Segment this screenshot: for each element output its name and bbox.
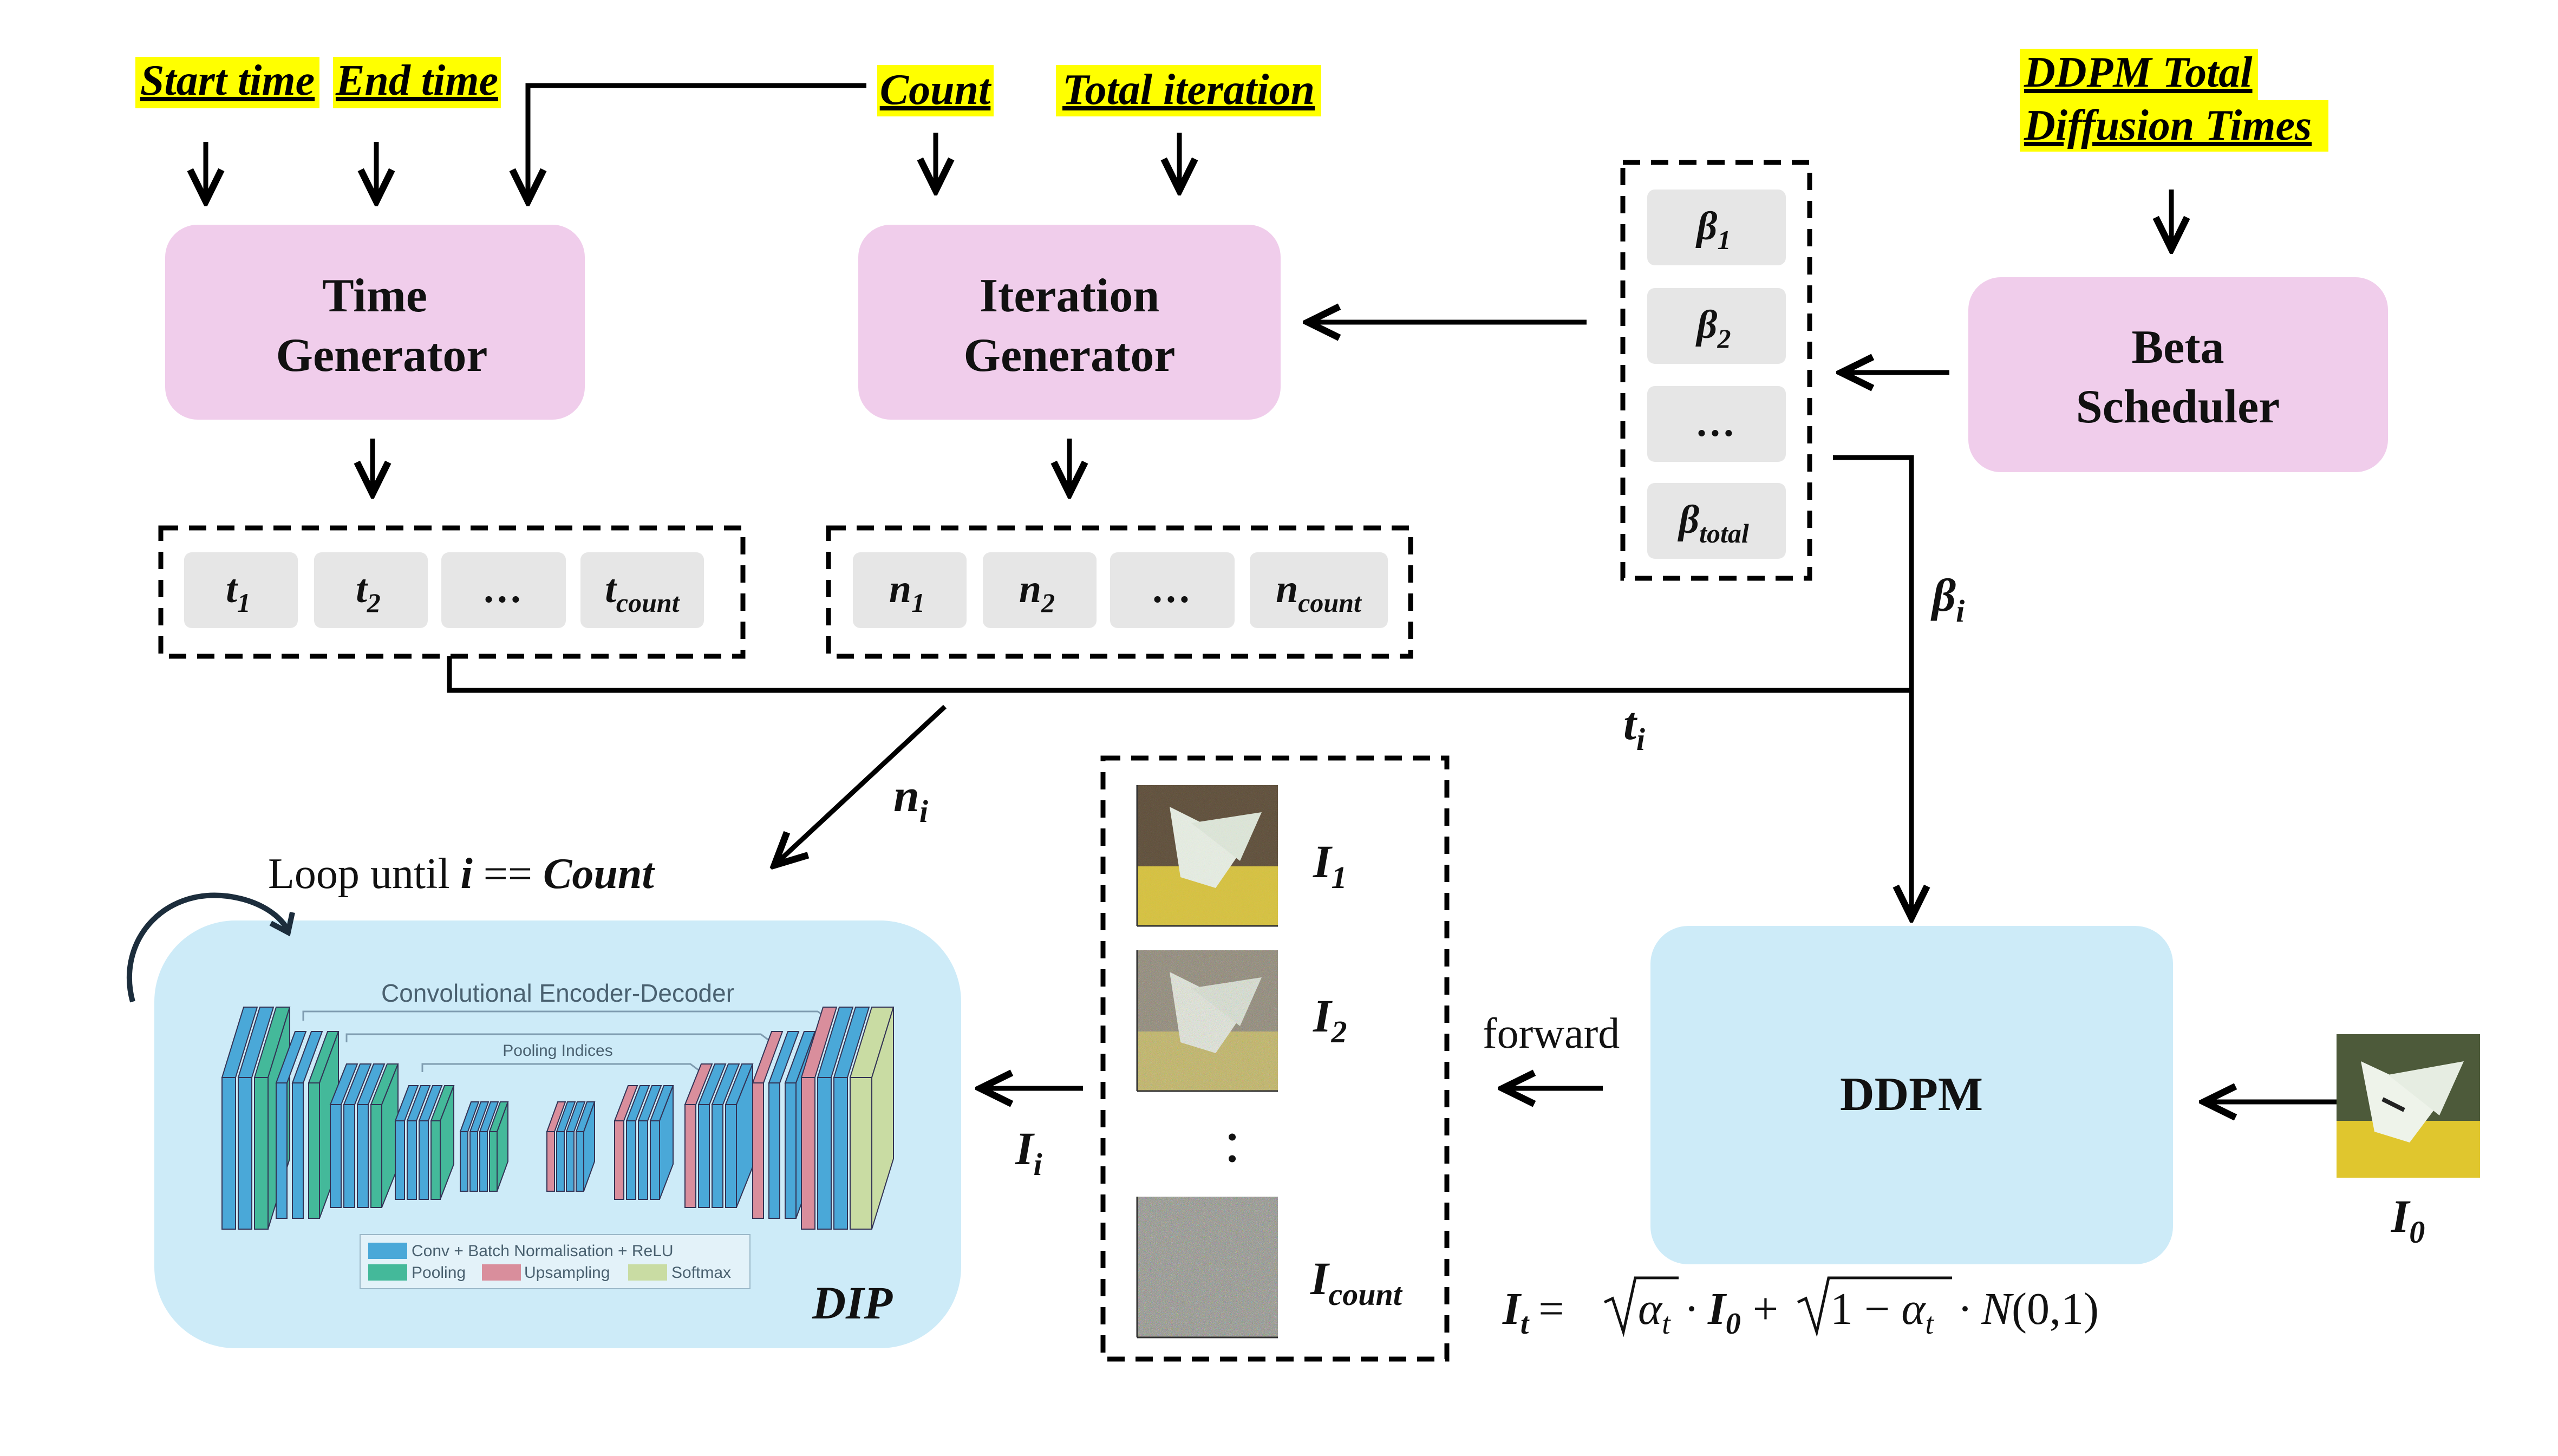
- svg-text:t2: t2: [356, 567, 381, 618]
- image-vdots: . .: [1219, 1132, 1267, 1164]
- svg-text:I1: I1: [1313, 835, 1347, 895]
- iteration-list: n1 n2 … ncount: [826, 525, 1413, 659]
- svg-text:Scheduler: Scheduler: [2076, 381, 2280, 433]
- input-ddpm-total-diffusion-times: DDPM Total Diffusion Times: [2020, 49, 2328, 152]
- svg-text:…: …: [1152, 567, 1192, 611]
- beta-cell-total: [1647, 483, 1786, 559]
- beta-scheduler: Beta Scheduler: [1968, 277, 2388, 472]
- time-cell-count: [580, 552, 704, 628]
- beta-list: β1 β2 … βtotal: [1620, 160, 1812, 581]
- image-Icount: Icount: [1136, 1197, 1403, 1339]
- legend-pooling-swatch: [368, 1264, 407, 1281]
- svg-text:I0: I0: [2391, 1190, 2425, 1250]
- time-cell-dots: [441, 552, 566, 628]
- svg-text:Beta: Beta: [2131, 321, 2224, 374]
- noisy-images: I1 I2 . . Icount: [1100, 755, 1450, 1362]
- svg-text:n2: n2: [1019, 567, 1055, 618]
- beta-cell-dots: [1647, 386, 1786, 462]
- iter-cell-dots: [1110, 552, 1235, 628]
- svg-text:Pooling: Pooling: [412, 1264, 466, 1282]
- legend-softmax-swatch: [628, 1264, 667, 1281]
- svg-text:1 − αt: 1 − αt: [1830, 1284, 1934, 1341]
- beta-cell-1: [1647, 190, 1786, 265]
- svg-text:I2: I2: [1313, 990, 1347, 1049]
- iter-cell-1: [853, 552, 967, 628]
- iter-cell-2: [983, 552, 1097, 628]
- svg-text:DDPM: DDPM: [1840, 1068, 1983, 1121]
- input-total-iteration: Total iteration: [1056, 65, 1321, 116]
- svg-text:Diffusion Times: Diffusion Times: [2024, 102, 2312, 149]
- iter-cell-count: [1250, 552, 1388, 628]
- input-arrows: [206, 83, 2171, 494]
- forward-label: forward: [1483, 1010, 1620, 1057]
- svg-text:·N(0,1): ·N(0,1): [1957, 1284, 2099, 1334]
- time-list: t1 t2 … tcount: [158, 525, 746, 659]
- n-i-label: ni: [893, 769, 928, 829]
- loop-arrow: [126, 892, 290, 1003]
- beta-i-label: βi: [1930, 569, 1965, 629]
- t-i-label: ti: [1623, 697, 1645, 757]
- time-cell-1: [184, 552, 298, 628]
- loop-label: Loop until i == Count: [268, 850, 655, 898]
- pooling-indices-label: Pooling Indices: [503, 1042, 612, 1060]
- svg-text:End time: End time: [335, 57, 498, 105]
- svg-text:Iteration: Iteration: [980, 270, 1159, 322]
- svg-text:…: …: [484, 567, 524, 611]
- I-i-label: Ii: [1015, 1122, 1042, 1182]
- ddpm-formula: It= αt ·I0+ 1 − αt ·N(0,1): [1502, 1276, 2099, 1341]
- svg-text:t1: t1: [226, 567, 251, 618]
- image-I1: I1: [1136, 785, 1347, 927]
- svg-text:Time: Time: [322, 270, 427, 322]
- beta-cell-2: [1647, 288, 1786, 364]
- input-image-I0: I0: [2337, 1034, 2480, 1250]
- input-count: Count: [877, 65, 994, 116]
- svg-text:Upsampling: Upsampling: [524, 1264, 610, 1282]
- svg-text:It=: It=: [1502, 1284, 1564, 1341]
- svg-text:Count: Count: [880, 66, 992, 114]
- svg-text:Generator: Generator: [276, 329, 488, 382]
- svg-text:DDPM Total: DDPM Total: [2024, 49, 2253, 96]
- dip-label: DIP: [812, 1277, 893, 1329]
- svg-text:Total iteration: Total iteration: [1062, 66, 1315, 114]
- svg-text:Softmax: Softmax: [671, 1264, 731, 1282]
- svg-text:…: …: [1696, 401, 1737, 445]
- svg-text:·I0+: ·I0+: [1684, 1284, 1778, 1341]
- network-legend: Conv + Batch Normalisation + ReLU Poolin…: [360, 1234, 751, 1289]
- svg-text:Conv + Batch Normalisation + R: Conv + Batch Normalisation + ReLU: [412, 1242, 674, 1260]
- svg-text:Icount: Icount: [1310, 1252, 1403, 1312]
- svg-text:tcount: tcount: [605, 567, 680, 618]
- svg-text:n1: n1: [889, 567, 925, 618]
- dip-module: Loop until i == Count Convolutional Enco…: [126, 850, 961, 1348]
- svg-text:Generator: Generator: [964, 329, 1176, 382]
- ddpm-module: DDPM: [1650, 926, 2173, 1264]
- time-generator: Time Generator: [165, 225, 585, 420]
- input-end-time: End time: [333, 57, 501, 108]
- time-cell-2: [314, 552, 428, 628]
- svg-text:αt: αt: [1638, 1284, 1671, 1341]
- svg-text:ncount: ncount: [1276, 567, 1362, 618]
- connectors: [447, 455, 2350, 1102]
- legend-upsampling-swatch: [482, 1264, 521, 1281]
- legend-conv-swatch: [368, 1243, 407, 1259]
- input-start-time: Start time: [135, 57, 319, 108]
- svg-text:β1: β1: [1695, 204, 1731, 255]
- svg-text:β2: β2: [1695, 303, 1731, 354]
- network-layers: [221, 1007, 895, 1230]
- encoder-decoder-title: Convolutional Encoder-Decoder: [381, 979, 734, 1007]
- svg-text:βtotal: βtotal: [1677, 498, 1749, 549]
- image-I2: I2: [1136, 950, 1347, 1092]
- svg-text:Start time: Start time: [140, 57, 315, 105]
- iteration-generator: Iteration Generator: [858, 225, 1281, 420]
